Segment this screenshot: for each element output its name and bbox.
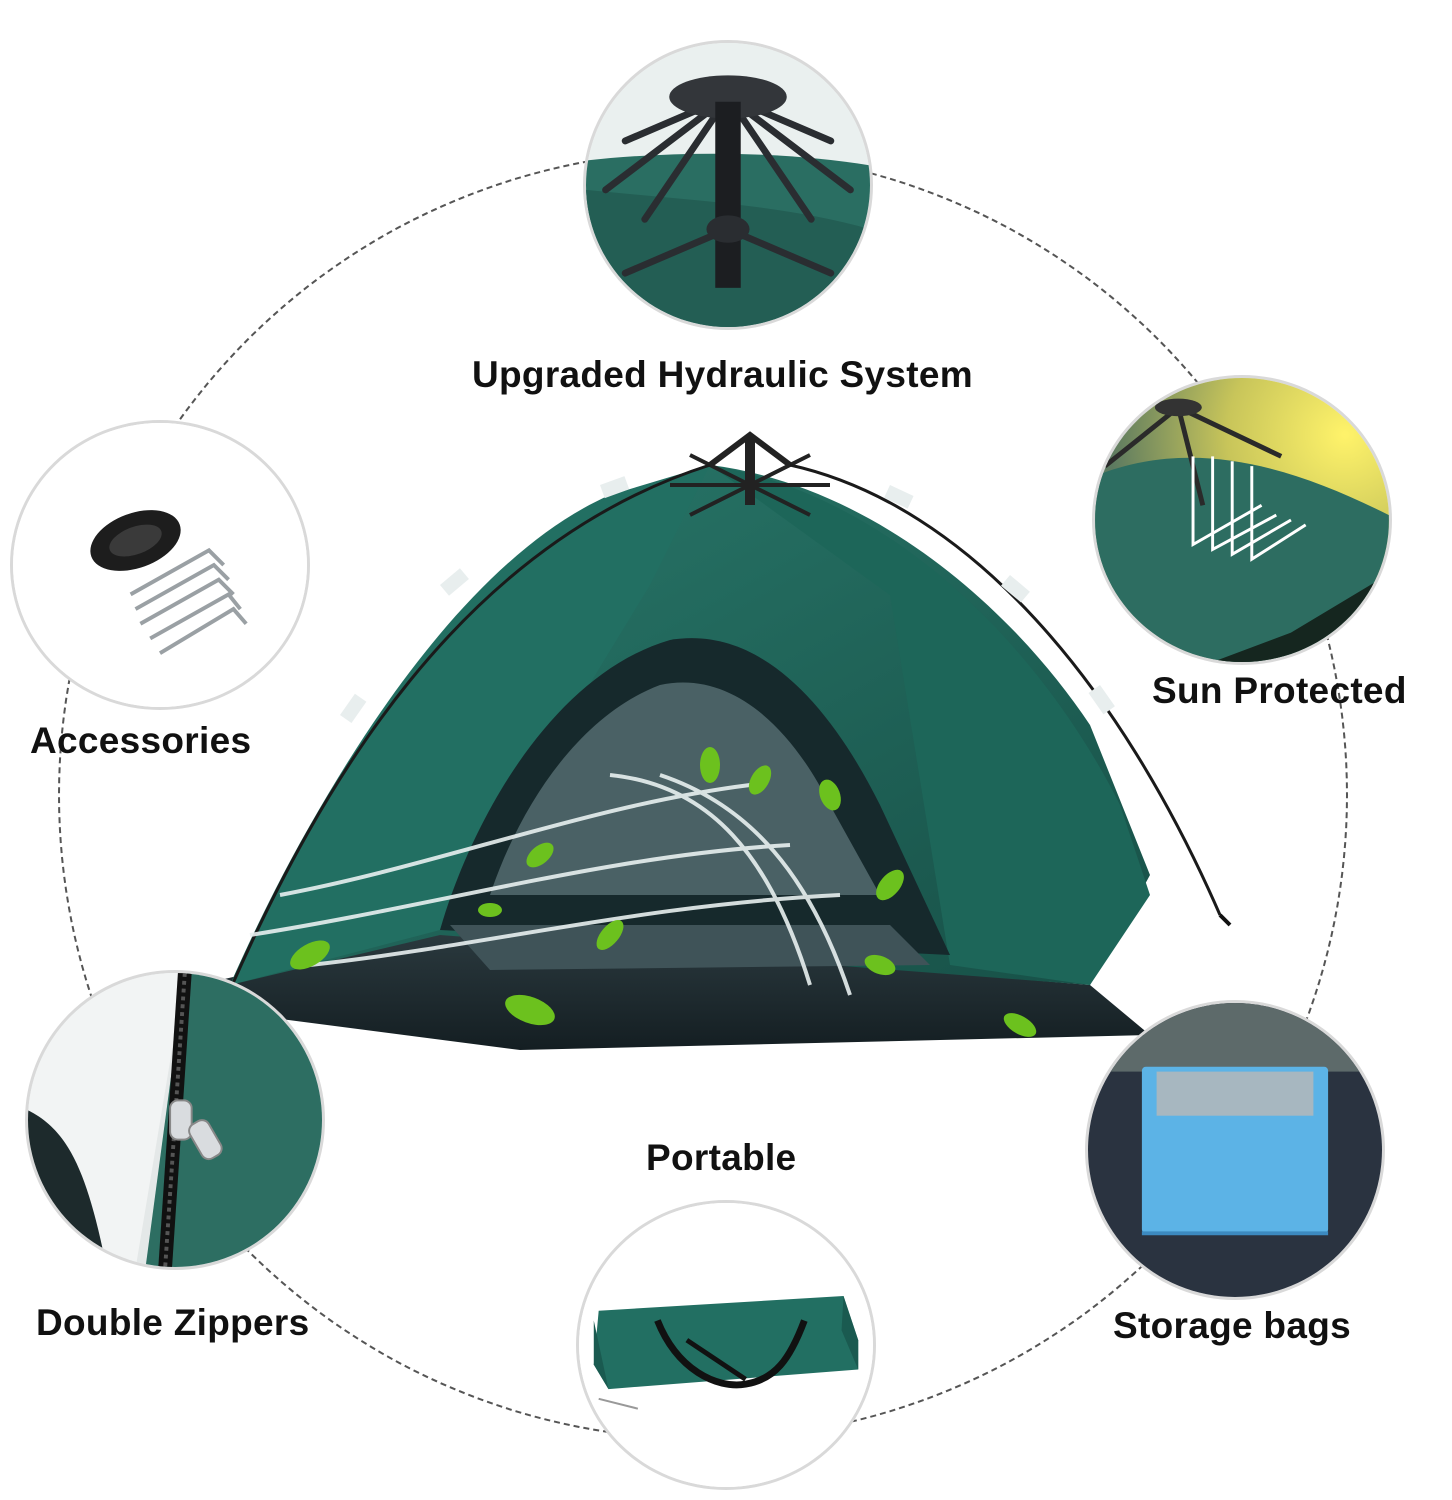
zippers-label: Double Zippers xyxy=(36,1302,310,1343)
storage-circle xyxy=(1085,1000,1385,1300)
portable-circle xyxy=(576,1200,876,1490)
zippers-circle xyxy=(25,970,325,1270)
zipper-icon xyxy=(28,973,322,1267)
sun-label: Sun Protected xyxy=(1152,670,1407,711)
sun-circle xyxy=(1092,375,1392,665)
hydraulic-circle xyxy=(583,40,873,330)
storage-label: Storage bags xyxy=(1113,1305,1351,1346)
accessories-label: Accessories xyxy=(30,720,252,761)
carry-bag-icon xyxy=(579,1203,873,1487)
sun-reflect-icon xyxy=(1095,378,1389,662)
storage-pocket-icon xyxy=(1088,1003,1382,1297)
portable-label: Portable xyxy=(646,1137,797,1178)
tent-icon xyxy=(220,431,1232,1050)
tent-illustration xyxy=(190,425,1250,1065)
hydraulic-label: Upgraded Hydraulic System xyxy=(472,354,973,395)
hydraulic-hub-icon xyxy=(586,43,870,327)
accessories-circle xyxy=(10,420,310,710)
stakes-rope-icon xyxy=(13,423,307,707)
